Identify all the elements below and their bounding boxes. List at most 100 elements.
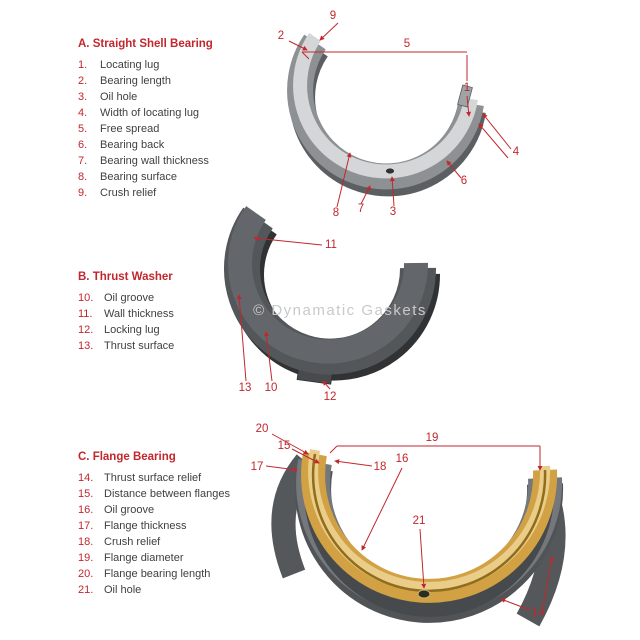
- shell-illustration: [287, 33, 486, 197]
- legend-item-label: Crush relief: [104, 536, 161, 548]
- callout-17: 17: [251, 461, 264, 473]
- legend-item: 18. Crush relief: [78, 534, 230, 550]
- callout-19: 19: [426, 432, 439, 444]
- legend-item-label: Width of locating lug: [100, 107, 200, 119]
- legend-item: 19. Flange diameter: [78, 550, 230, 566]
- legend-item-label: Oil groove: [104, 504, 155, 516]
- legend-item-number: 16.: [78, 504, 94, 516]
- legend-item-number: 21.: [78, 584, 94, 596]
- callout-4: 4: [513, 146, 520, 158]
- legend-item-number: 8.: [78, 171, 88, 183]
- leader-bearing-length: [288, 40, 308, 51]
- legend-item: 1.Locating lug: [78, 57, 213, 73]
- legend-item-number: 6.: [78, 139, 88, 151]
- legend-item-label: Oil hole: [100, 91, 138, 103]
- washer-leader-lines: [236, 235, 331, 390]
- legend-item-label: Bearing length: [100, 75, 171, 87]
- section-c-heading: C. Flange Bearing: [78, 451, 176, 463]
- legend-item-label: Bearing wall thickness: [100, 155, 209, 167]
- section-b-heading: B. Thrust Washer: [78, 271, 173, 283]
- legend-item-label: Oil hole: [104, 584, 142, 596]
- legend-item-number: 5.: [78, 123, 88, 135]
- straight-shell-bearing-diagram: 9 2 5 1 4 6 3 7 8: [278, 10, 520, 219]
- legend-item: 9.Crush relief: [78, 185, 213, 201]
- legend-item-number: 2.: [78, 75, 88, 87]
- bearing-surface-highlight: [308, 449, 551, 592]
- callout-2: 2: [278, 30, 284, 42]
- legend-item-label: Distance between flanges: [104, 488, 230, 500]
- legend-item: 15. Distance between flanges: [78, 486, 230, 502]
- leader-oil-hole-flange: [419, 528, 427, 589]
- flange-oil-hole: [417, 589, 431, 599]
- callout-1: 1: [464, 82, 470, 94]
- callout-21: 21: [413, 515, 426, 527]
- callout-13: 13: [239, 382, 252, 394]
- leader-free-spread-tick: [301, 51, 310, 60]
- flange-leader-lines: [265, 433, 554, 611]
- legend-item-number: 1.: [78, 59, 88, 71]
- locating-lug: [457, 84, 473, 108]
- leader-lug-width-2: [478, 123, 509, 159]
- callout-10: 10: [265, 382, 278, 394]
- legend-item-number: 7.: [78, 155, 88, 167]
- legend-item-label: Bearing back: [100, 139, 165, 151]
- leader-locating-lug-lower: [466, 95, 472, 117]
- leader-oil-groove-flange: [361, 467, 403, 551]
- legend-item-number: 14.: [78, 472, 94, 484]
- callout-8: 8: [333, 207, 339, 219]
- callout-5: 5: [404, 38, 410, 50]
- legend-item-label: Flange thickness: [104, 520, 187, 532]
- callout-11: 11: [325, 239, 337, 251]
- leader-thrust-relief-1: [500, 598, 531, 611]
- callout-9: 9: [330, 10, 336, 22]
- legend-item-number: 18.: [78, 536, 94, 548]
- legend-item-label: Flange diameter: [104, 552, 184, 564]
- legend-item: 16. Oil groove: [78, 502, 230, 518]
- bearing-surface-gold: [301, 451, 558, 603]
- leader-flange-bearing-length: [271, 433, 309, 455]
- leader-thrust-surface: [236, 294, 247, 382]
- legend-item-label: Wall thickness: [104, 308, 174, 320]
- legend-item: 20. Flange bearing length: [78, 566, 230, 582]
- callout-14: 14: [532, 607, 545, 619]
- legend-item: 13. Thrust surface: [78, 338, 174, 354]
- shell-inner-surface: [293, 33, 478, 179]
- legend-item-label: Thrust surface: [104, 340, 175, 352]
- leader-bearing-surface: [336, 152, 352, 208]
- legend-item: 3. Oil hole: [78, 89, 213, 105]
- legend-item: 10. Oil groove: [78, 290, 174, 306]
- legend-item-label: Oil groove: [104, 292, 155, 304]
- legend-item-label: Flange bearing length: [104, 568, 211, 580]
- legend-item-number: 3.: [78, 91, 88, 103]
- legend-item-label: Locking lug: [104, 324, 160, 336]
- leader-bearing-back: [446, 160, 462, 179]
- legend-item: 21. Oil hole: [78, 582, 230, 598]
- legend-section-b: B. Thrust Washer 10.Oil groove 11.Wall t…: [78, 271, 174, 354]
- legend-item: 6. Bearing back: [78, 137, 213, 153]
- legend-item-number: 10.: [78, 292, 94, 304]
- legend-item-number: 13.: [78, 340, 94, 352]
- legend-section-c: C. Flange Bearing 14.Thrust surface reli…: [78, 451, 230, 598]
- leader-crush-relief: [319, 22, 339, 41]
- leader-thrust-relief-2: [542, 556, 554, 608]
- legend-item-number: 15.: [78, 488, 94, 500]
- legend-item: 2. Bearing length: [78, 73, 213, 89]
- callout-18: 18: [374, 461, 387, 473]
- legend-item: 5. Free spread: [78, 121, 213, 137]
- section-a-heading: A. Straight Shell Bearing: [78, 38, 213, 50]
- leader-locking-lug: [322, 380, 331, 390]
- flange-callout-numbers: 20 15 17 19 18 16 21 14: [251, 423, 545, 619]
- leader-wall-thickness-washer: [253, 235, 323, 246]
- legend-item-number: 20.: [78, 568, 94, 580]
- legend-item-label: Free spread: [100, 123, 160, 135]
- callout-20: 20: [256, 423, 269, 435]
- legend-item-number: 19.: [78, 552, 94, 564]
- legend-item: 8.Bearing surface: [78, 169, 213, 185]
- callout-15: 15: [278, 440, 291, 452]
- callout-7: 7: [358, 203, 364, 215]
- legend-item-number: 17.: [78, 520, 94, 532]
- leader-flange-diameter-tick: [329, 445, 338, 454]
- callout-6: 6: [461, 175, 467, 187]
